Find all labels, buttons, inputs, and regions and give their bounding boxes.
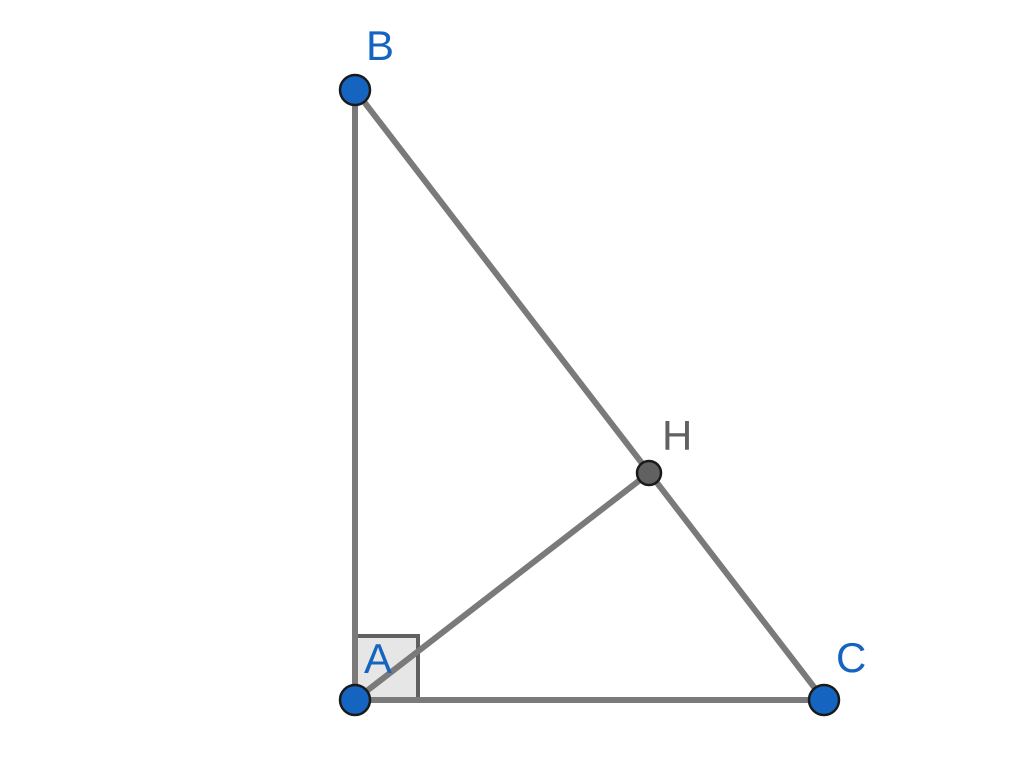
point-b[interactable] [338,73,372,107]
point-a[interactable] [338,683,372,717]
label-h: H [662,412,692,459]
altitude-ah [352,470,652,703]
point-c[interactable] [807,683,841,717]
label-c: C [836,634,866,681]
point-h[interactable] [635,459,663,487]
segment-bc [352,87,827,703]
label-b: B [366,22,394,69]
label-a: A [364,635,392,682]
